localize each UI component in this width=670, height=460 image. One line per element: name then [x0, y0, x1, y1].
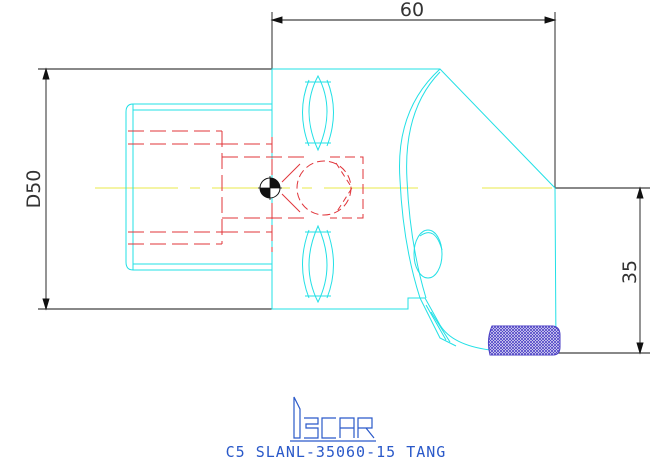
- clamp-lobes: [302, 74, 334, 304]
- drawing-caption: C5 SLANL-35060-15 TANG: [226, 443, 447, 460]
- center-mark-icon: [258, 176, 282, 200]
- hidden-pin: [281, 156, 364, 219]
- shank-outline: [125, 103, 273, 271]
- cutting-insert: [487, 325, 561, 356]
- hidden-lines: [128, 130, 310, 252]
- width-dimension-label: 60: [400, 0, 424, 21]
- height-dimension-label: 35: [619, 260, 641, 284]
- head-outline: [271, 68, 557, 351]
- dimension-lines: [38, 12, 650, 355]
- iscar-logo-icon: [290, 396, 376, 442]
- diameter-dimension-label: D50: [23, 170, 45, 209]
